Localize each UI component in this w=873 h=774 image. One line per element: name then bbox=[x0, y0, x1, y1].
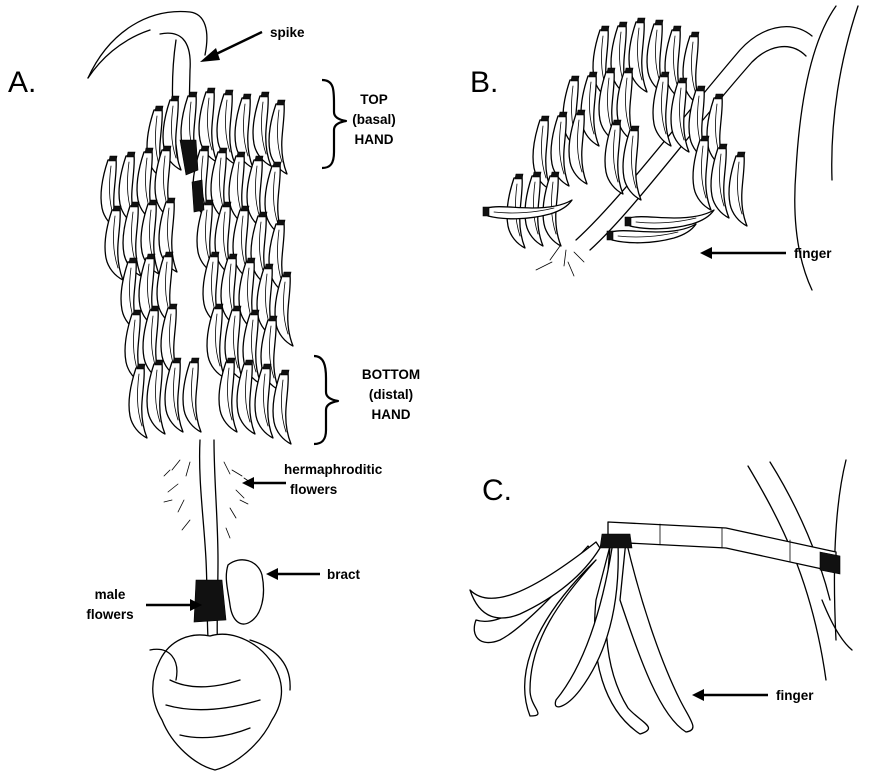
flower-remnants-b bbox=[536, 246, 584, 276]
bunch-c bbox=[470, 534, 693, 734]
panel-letter-b: B. bbox=[470, 66, 498, 99]
brace-top-hand bbox=[322, 80, 346, 168]
brace-bottom-hand bbox=[314, 356, 338, 444]
label-hermaphroditic-line1: hermaphroditic bbox=[284, 462, 383, 477]
arrow-spike bbox=[212, 32, 262, 56]
label-hermaphroditic-line2: flowers bbox=[290, 482, 337, 497]
label-male-line1: male bbox=[95, 587, 126, 602]
label-bottom-hand-line1: BOTTOM bbox=[362, 367, 420, 382]
label-spike: spike bbox=[270, 25, 305, 40]
hermaphroditic-flowers-drawing bbox=[164, 460, 250, 538]
label-bract: bract bbox=[327, 567, 361, 582]
bract-drawing bbox=[226, 560, 263, 624]
label-top-hand-line3: HAND bbox=[355, 132, 394, 147]
label-bottom-hand-line2: (distal) bbox=[369, 387, 413, 402]
label-finger-c: finger bbox=[776, 688, 814, 703]
bunch-b bbox=[483, 18, 747, 248]
bunch-hands bbox=[101, 88, 293, 444]
panel-letter-a: A. bbox=[8, 66, 36, 99]
label-bottom-hand-line3: HAND bbox=[372, 407, 411, 422]
label-finger-b: finger bbox=[794, 246, 832, 261]
panel-letter-c: C. bbox=[482, 474, 512, 507]
panel-a: A. bbox=[8, 12, 420, 770]
male-bud-drawing bbox=[150, 580, 290, 770]
label-top-hand-line1: TOP bbox=[360, 92, 388, 107]
rachis bbox=[200, 440, 210, 660]
spike-stalk bbox=[88, 12, 207, 78]
pseudostem-c bbox=[748, 466, 826, 680]
label-top-hand-line2: (basal) bbox=[352, 112, 396, 127]
panel-b: B. finger bbox=[470, 6, 858, 290]
panel-c: C. finger bbox=[470, 460, 852, 734]
label-male-line2: flowers bbox=[86, 607, 133, 622]
